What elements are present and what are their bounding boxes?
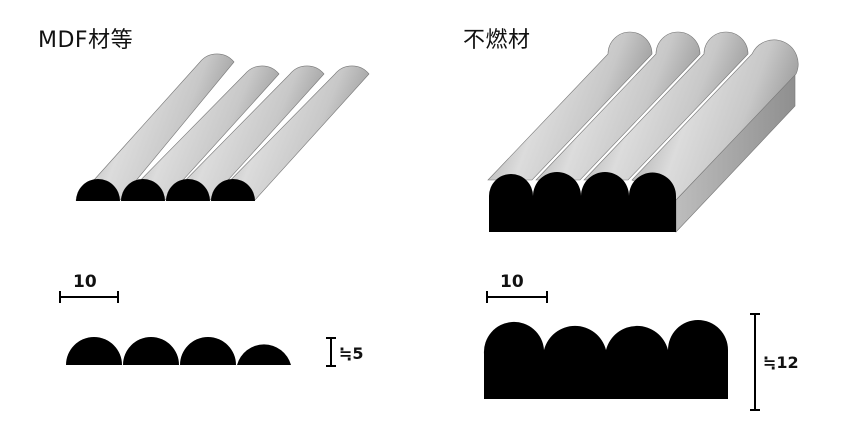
left-ridge-2	[120, 65, 280, 201]
left-ridge-1	[75, 53, 235, 201]
right-width-dimension	[486, 291, 548, 303]
right-width-label: 10	[500, 272, 524, 292]
right-height-dimension	[750, 313, 760, 411]
left-section-profile	[66, 337, 291, 365]
left-height-label: ≒5	[339, 344, 364, 363]
right-panel-title: 不燃材	[463, 28, 531, 53]
left-ridge-3	[165, 65, 325, 201]
left-height-dimension	[326, 337, 336, 367]
left-panel-title: MDF材等	[38, 28, 134, 53]
right-3d-panel	[487, 31, 799, 233]
left-ridge-4	[210, 65, 370, 201]
left-width-dimension	[59, 291, 119, 303]
left-3d-panel	[75, 53, 370, 201]
left-width-label: 10	[73, 272, 97, 292]
left-front-profile	[76, 179, 255, 201]
right-front-profile	[489, 172, 676, 232]
right-height-label: ≒12	[763, 353, 799, 372]
right-section-profile	[483, 320, 728, 399]
